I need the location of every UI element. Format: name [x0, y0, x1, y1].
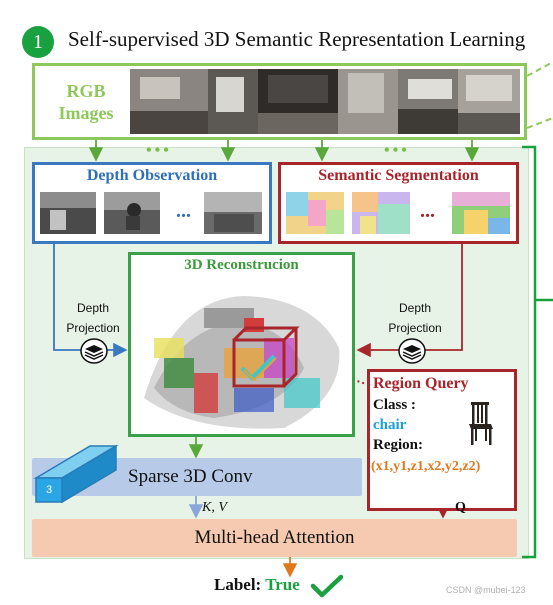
depth-projection-right-line1: Depth — [398, 301, 432, 315]
layers-icon-right — [398, 338, 426, 364]
diagram-title: Self-supervised 3D Semantic Representati… — [68, 27, 526, 51]
rgb-dots-right: ••• — [384, 142, 410, 159]
depth-projection-left-label: Depth Projection — [58, 298, 128, 338]
layers-icon-left — [80, 338, 108, 364]
depth-projection-right-line2: Projection — [388, 321, 442, 335]
chair-icon — [469, 402, 493, 445]
rgb-images-label: RGB Images — [58, 81, 114, 123]
segmentation-ellipsis: ... — [420, 200, 435, 222]
q-label: Q — [455, 500, 466, 515]
panorama-photo-strip — [130, 69, 520, 134]
result-label-value: True — [265, 575, 300, 594]
region-query-panel — [367, 369, 517, 511]
region-query-region-value: (x1,y1,z1,x2,y2,z2) — [371, 459, 481, 474]
region-query-title: Region Query — [373, 375, 469, 392]
result-label-key: Label: — [214, 575, 262, 594]
depth-image-thumbnails — [40, 192, 262, 234]
depth-projection-left-line1: Depth — [76, 301, 110, 315]
reconstruction-title: 3D Reconstrucion — [184, 257, 299, 273]
result-label: Label: True — [214, 575, 300, 595]
segmentation-thumbnails — [286, 192, 510, 234]
multi-head-attention-block — [32, 519, 517, 557]
sparse-3d-conv-label: Sparse 3D Conv — [128, 466, 253, 487]
point-cloud-image — [144, 296, 340, 429]
cube-icon — [33, 444, 119, 504]
depth-projection-right-label: Depth Projection — [378, 298, 452, 338]
depth-observation-title: Depth Observation — [86, 167, 218, 184]
step-number-badge: 1 — [22, 26, 54, 58]
check-icon — [310, 574, 344, 598]
multi-head-attention-label: Multi-head Attention — [194, 527, 355, 548]
rgb-dots-left: ••• — [146, 142, 172, 159]
watermark: CSDN @mubei-123 — [446, 585, 526, 595]
depth-ellipsis: ... — [176, 200, 191, 222]
semantic-segmentation-title: Semantic Segmentation — [318, 167, 479, 184]
region-query-class-label: Class : — [373, 397, 416, 413]
kv-label: K, V — [202, 500, 227, 515]
cube-number: 3 — [45, 484, 53, 496]
region-query-class-value: chair — [373, 417, 407, 433]
depth-projection-left-line2: Projection — [66, 321, 120, 335]
region-query-region-label: Region: — [373, 437, 423, 453]
